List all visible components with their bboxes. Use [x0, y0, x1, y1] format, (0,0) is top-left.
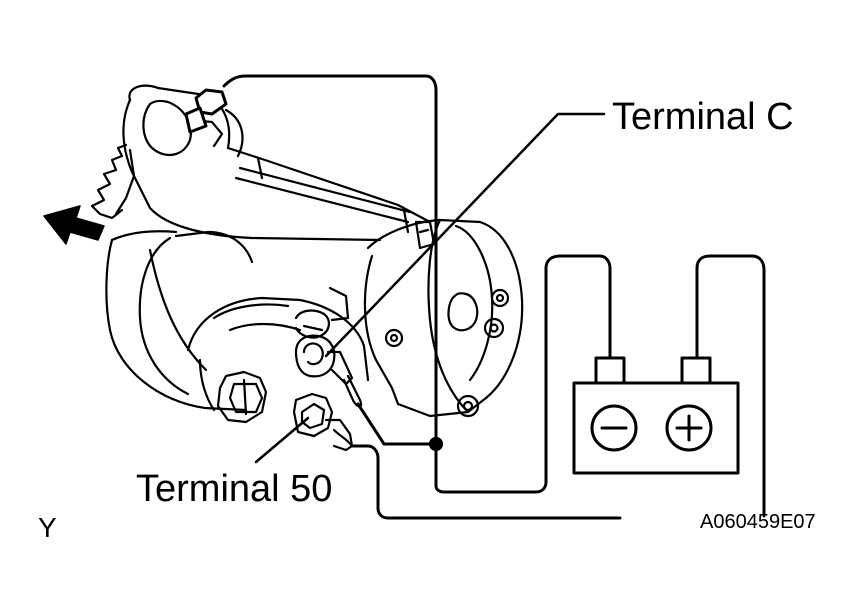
wire-terminal-c	[356, 402, 438, 446]
terminal-c-label: Terminal C	[612, 96, 794, 138]
battery-positive-circle	[665, 404, 713, 452]
wire-from-battery-positive	[695, 254, 766, 518]
leader-terminal-c	[324, 112, 606, 358]
terminal-50-label: Terminal 50	[136, 468, 333, 510]
plus-icon	[675, 414, 703, 442]
wire-to-battery-negative	[434, 254, 612, 494]
leader-terminal-50	[254, 416, 310, 464]
battery	[572, 356, 740, 475]
starter-motor	[90, 84, 524, 452]
battery-negative-circle	[590, 404, 638, 452]
battery-positive-post	[680, 356, 712, 385]
figure-code: A060459E07	[700, 511, 816, 533]
battery-negative-post	[594, 356, 626, 385]
test-wiring	[184, 74, 766, 520]
wire-drive-end-to-junction	[222, 74, 438, 446]
wire-terminal-50	[350, 444, 622, 520]
direction-arrow-icon	[43, 205, 105, 245]
corner-mark: Y	[38, 512, 57, 543]
wire-junction-dot	[428, 436, 444, 452]
